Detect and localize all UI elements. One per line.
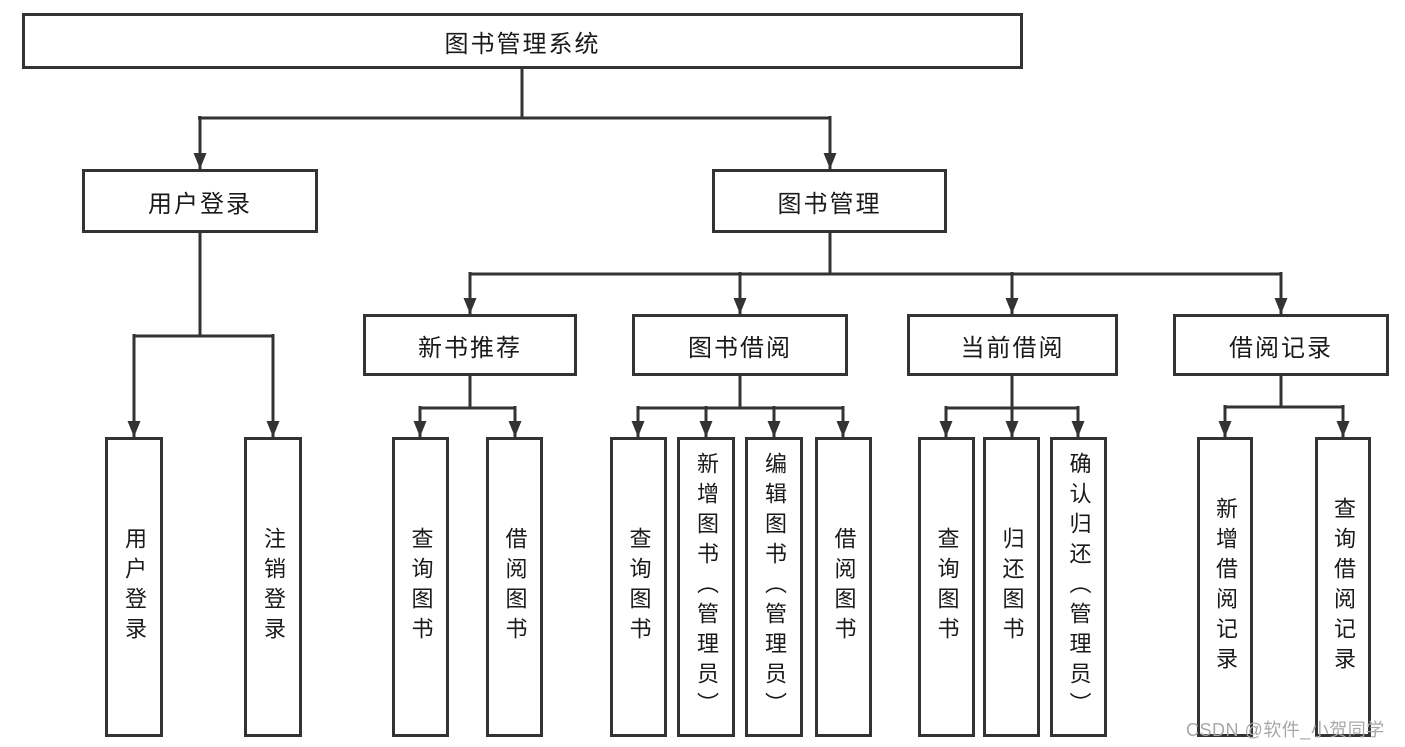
connector-borrow-records-split <box>1218 376 1350 437</box>
leaf-cb-query-books-label: 查询图书 <box>934 527 960 647</box>
node-book-management-label: 图书管理 <box>777 190 882 218</box>
node-user-login-label: 用户登录 <box>148 190 252 218</box>
node-root: 图书管理系统 <box>22 13 1023 69</box>
leaf-br-query-borrow-record-label: 查询借阅记录 <box>1331 497 1356 677</box>
node-book-borrow: 图书借阅 <box>632 314 848 376</box>
node-new-book-recommend-label: 新书推荐 <box>418 334 522 362</box>
connector-new-book-split <box>413 376 522 437</box>
node-book-borrow-label: 图书借阅 <box>688 334 792 362</box>
leaf-nbr-query-books: 查询图书 <box>392 437 449 737</box>
leaf-br-add-borrow-record: 新增借阅记录 <box>1197 437 1253 737</box>
leaf-nbr-borrow-books: 借阅图书 <box>486 437 543 737</box>
node-new-book-recommend: 新书推荐 <box>363 314 577 376</box>
connector-book-management-trunk <box>470 233 1281 276</box>
node-borrow-records: 借阅记录 <box>1173 314 1389 376</box>
connector-borrow-records-trunk <box>1225 376 1343 409</box>
connector-book-borrow-trunk <box>638 376 843 410</box>
leaf-bb-add-books-admin-label: 新增图书（管理员） <box>694 452 719 722</box>
connector-current-borrow-split <box>939 376 1085 437</box>
node-book-management: 图书管理 <box>712 169 947 233</box>
leaf-nbr-borrow-books-label: 借阅图书 <box>502 527 528 647</box>
connector-book-borrow-split <box>631 376 850 437</box>
leaf-user-login: 用户登录 <box>105 437 163 737</box>
connector-user-login-trunk <box>134 233 273 338</box>
leaf-logout: 注销登录 <box>244 437 302 737</box>
node-user-login: 用户登录 <box>82 169 318 233</box>
leaf-br-add-borrow-record-label: 新增借阅记录 <box>1213 497 1238 677</box>
leaf-bb-edit-books-admin-label: 编辑图书（管理员） <box>762 452 787 722</box>
leaf-nbr-query-books-label: 查询图书 <box>408 527 434 647</box>
leaf-bb-edit-books-admin: 编辑图书（管理员） <box>745 437 803 737</box>
node-root-label: 图书管理系统 <box>444 30 601 58</box>
leaf-logout-label: 注销登录 <box>261 527 286 647</box>
watermark: CSDN @软件_小贺同学 <box>1186 720 1385 740</box>
connector-user-login-split <box>127 233 280 437</box>
leaf-cb-confirm-return-admin-label: 确认归还（管理员） <box>1066 452 1092 722</box>
connector-root-trunk <box>198 69 830 120</box>
node-borrow-records-label: 借阅记录 <box>1229 334 1333 362</box>
leaf-bb-query-books-label: 查询图书 <box>626 527 652 647</box>
leaf-bb-borrow-books: 借阅图书 <box>815 437 872 737</box>
leaf-bb-borrow-books-label: 借阅图书 <box>831 527 857 647</box>
leaf-cb-confirm-return-admin: 确认归还（管理员） <box>1050 437 1107 737</box>
connector-current-borrow-trunk <box>946 376 1078 410</box>
connector-root-split <box>193 69 837 169</box>
leaf-bb-query-books: 查询图书 <box>610 437 667 737</box>
node-current-borrow: 当前借阅 <box>907 314 1118 376</box>
leaf-cb-return-books: 归还图书 <box>983 437 1040 737</box>
leaf-br-query-borrow-record: 查询借阅记录 <box>1315 437 1371 737</box>
leaf-bb-add-books-admin: 新增图书（管理员） <box>677 437 735 737</box>
node-current-borrow-label: 当前借阅 <box>960 334 1065 362</box>
leaf-cb-query-books: 查询图书 <box>918 437 975 737</box>
leaf-cb-return-books-label: 归还图书 <box>999 527 1025 647</box>
connector-new-book-trunk <box>420 376 515 410</box>
leaf-user-login-label: 用户登录 <box>122 527 147 647</box>
connector-book-management-split <box>463 233 1288 314</box>
